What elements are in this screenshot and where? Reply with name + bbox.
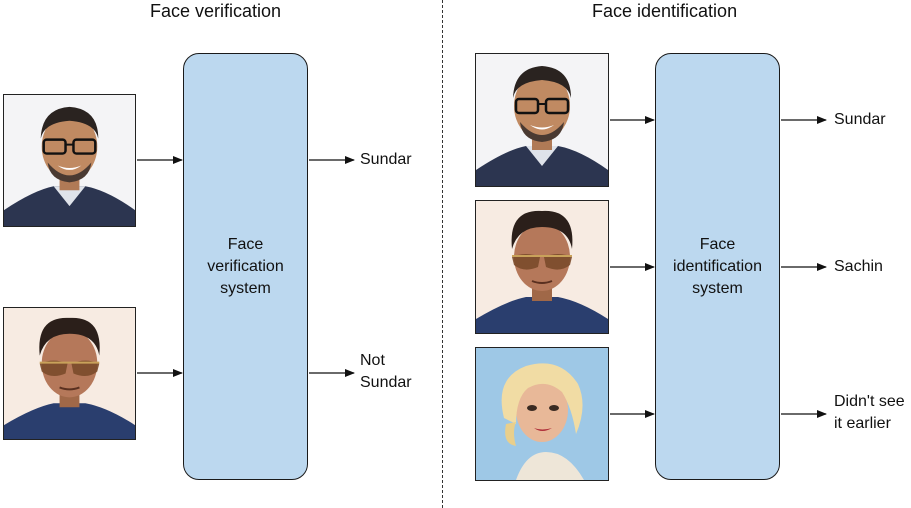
verification-output-2: Not Sundar (360, 352, 412, 391)
input-photo-sundar (3, 94, 136, 227)
verification-output-1: Sundar (360, 151, 412, 168)
identification-output-1: Sundar (834, 111, 886, 128)
face-identification-system: Face identification system (655, 53, 780, 480)
face-verification-system: Face verification system (183, 53, 308, 480)
identification-system-label: Face identification system (673, 235, 762, 297)
input-photo-unknown (475, 347, 609, 481)
section-divider (442, 0, 443, 508)
input-photo-sundar-2 (475, 53, 609, 187)
input-photo-sachin-2 (475, 200, 609, 334)
identification-title: Face identification (592, 1, 738, 21)
identification-output-3: Didn't see it earlier (834, 393, 905, 432)
input-photo-sachin (3, 307, 136, 440)
verification-title: Face verification (150, 1, 282, 21)
verification-system-label: Face verification system (207, 235, 284, 297)
identification-output-2: Sachin (834, 258, 883, 275)
